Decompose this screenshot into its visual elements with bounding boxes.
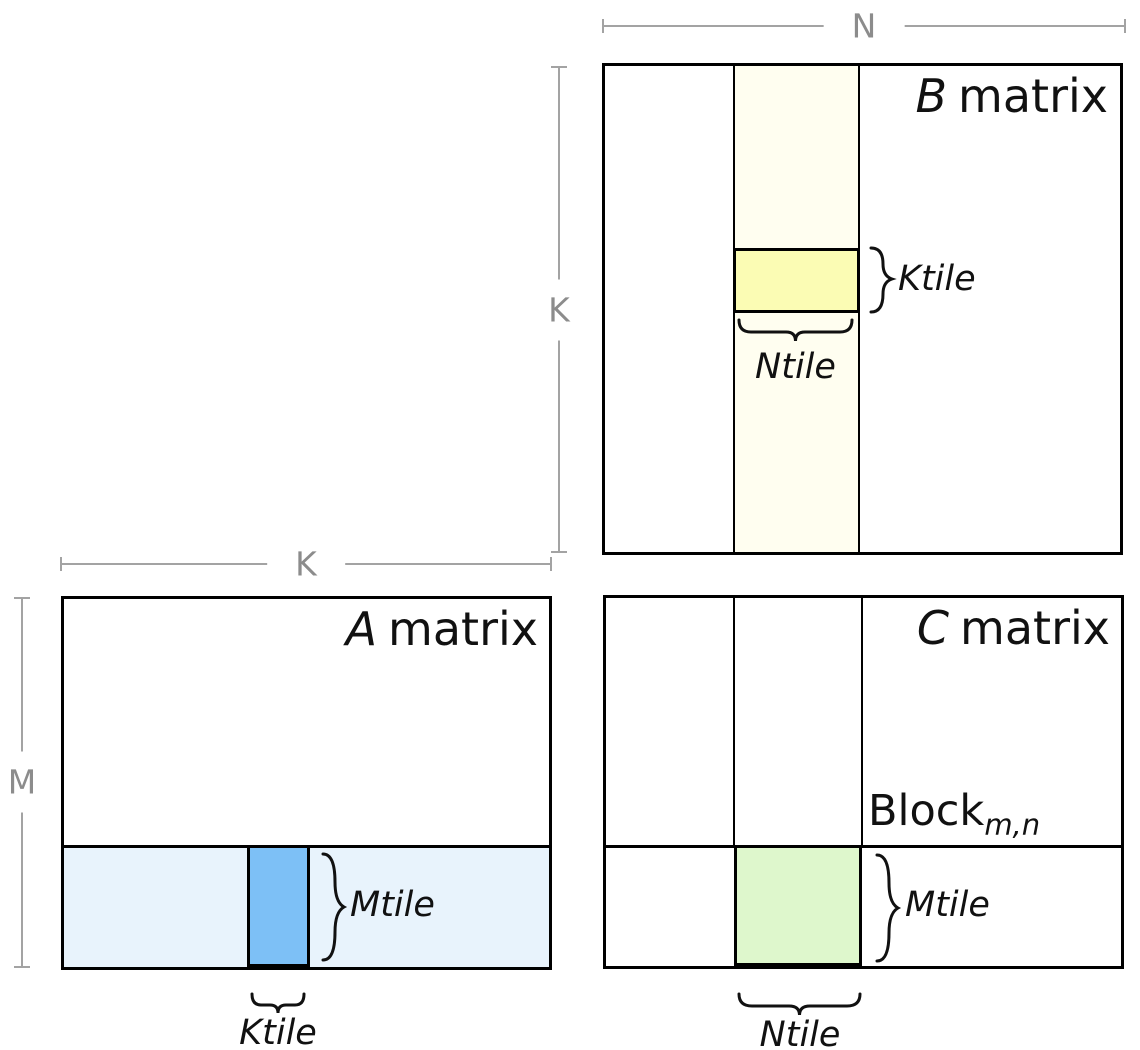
b-matrix-title-word: matrix bbox=[958, 69, 1108, 123]
b-ktile-tile bbox=[733, 248, 860, 313]
c-ntile-brace bbox=[737, 992, 862, 1016]
dimension-k-vertical-top-tick bbox=[551, 66, 567, 68]
a-mtile-label: Mtile bbox=[350, 885, 435, 925]
c-block-tile bbox=[734, 845, 862, 966]
dimension-k-vertical-label: K bbox=[547, 279, 571, 341]
dimension-k-horizontal-left-tick bbox=[60, 557, 62, 571]
b-ktile-label: Ktile bbox=[898, 259, 976, 299]
dimension-k-vertical: K bbox=[543, 60, 575, 560]
c-matrix-frame bbox=[603, 595, 1124, 969]
dimension-m-bottom-tick bbox=[14, 966, 30, 968]
dimension-k-horizontal: K bbox=[60, 547, 552, 581]
c-block-label: Blockm,n bbox=[868, 790, 1040, 840]
a-ktile-brace bbox=[250, 992, 306, 1014]
a-matrix-title-word: matrix bbox=[388, 602, 538, 656]
c-mtile-label: Mtile bbox=[905, 885, 990, 925]
a-mtile-tile bbox=[247, 845, 310, 967]
dimension-m: M bbox=[6, 592, 38, 972]
b-ktile-brace bbox=[869, 246, 897, 314]
c-matrix-title-word: matrix bbox=[960, 601, 1110, 655]
dimension-n-right-tick bbox=[1124, 19, 1126, 33]
a-ktile-label: Ktile bbox=[239, 1013, 317, 1050]
a-mtile-brace bbox=[321, 852, 348, 962]
b-matrix-frame bbox=[602, 63, 1123, 555]
dimension-n-left-tick bbox=[602, 19, 604, 33]
dimension-k-horizontal-label: K bbox=[267, 547, 345, 581]
dimension-m-label: M bbox=[6, 751, 38, 813]
c-block-label-subscript: m,n bbox=[984, 807, 1041, 842]
a-matrix-title-letter: A bbox=[345, 602, 378, 656]
dimension-m-top-tick bbox=[14, 597, 30, 599]
b-ntile-label: Ntile bbox=[755, 347, 836, 387]
dimension-n: N bbox=[602, 9, 1126, 43]
c-matrix-title-letter: C bbox=[916, 601, 950, 655]
c-column-line-right bbox=[861, 598, 863, 845]
dimension-n-label: N bbox=[823, 9, 905, 43]
c-mtile-brace bbox=[875, 853, 902, 963]
b-matrix-title-letter: B bbox=[915, 69, 948, 123]
b-ntile-brace bbox=[737, 318, 854, 342]
dimension-k-vertical-bottom-tick bbox=[551, 551, 567, 553]
c-ntile-label: Ntile bbox=[759, 1015, 841, 1050]
c-row-line bbox=[606, 845, 1121, 848]
c-block-label-text: Block bbox=[868, 786, 985, 836]
c-column-line-left bbox=[733, 598, 735, 845]
dimension-k-horizontal-right-tick bbox=[550, 557, 552, 571]
